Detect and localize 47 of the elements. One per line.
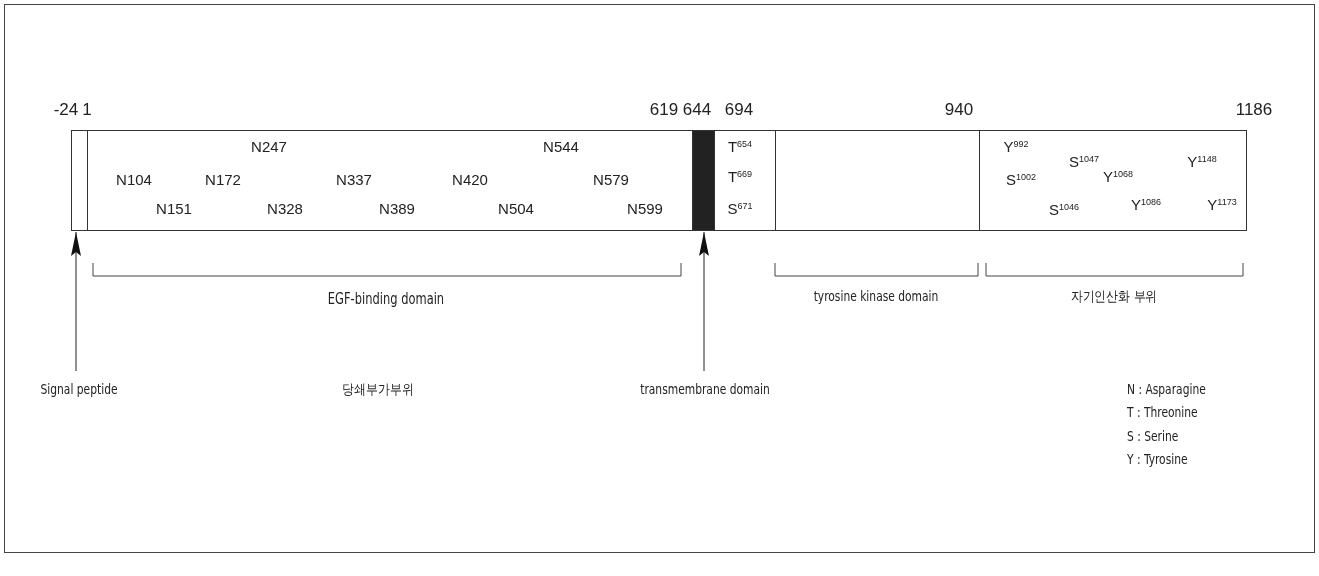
glycosylation-label: 당쇄부가부위 — [342, 382, 414, 398]
residue-label: N599 — [627, 200, 663, 216]
extracellular-segment — [87, 130, 693, 231]
residue-label: S$^{1047}$ — [1069, 153, 1099, 169]
residue-label: N151 — [156, 200, 192, 216]
residue-label: S$^{1002}$ — [1006, 171, 1036, 187]
residue-label: Y$^{1068}$ — [1103, 168, 1133, 184]
residue-label: N172 — [205, 171, 241, 187]
residue-label: Y$^{1148}$ — [1187, 153, 1217, 169]
annotation-label: Signal peptide — [40, 382, 118, 398]
position-number: -24 — [53, 100, 79, 120]
position-number: 1 — [82, 100, 92, 120]
legend-entry: Y : Tyrosine — [1127, 452, 1188, 468]
position-number: 1186 — [1235, 100, 1273, 120]
residue-label: S$^{1046}$ — [1049, 201, 1079, 217]
legend-entry: S : Serine — [1127, 429, 1179, 445]
residue-label: N420 — [452, 171, 488, 187]
residue-label: Y$^{992}$ — [1003, 138, 1029, 154]
residue-label: Y$^{1086}$ — [1131, 196, 1161, 212]
annotation-label: transmembrane domain — [640, 382, 770, 398]
residue-label: N104 — [116, 171, 152, 187]
residue-label: N337 — [336, 171, 372, 187]
domain-label: 자기인산화 부위 — [1070, 289, 1158, 305]
residue-label: N579 — [593, 171, 629, 187]
residue-label: N328 — [267, 200, 303, 216]
residue-label: Y$^{1173}$ — [1207, 196, 1237, 212]
position-number: 694 — [724, 100, 754, 120]
position-number: 619 — [649, 100, 679, 120]
residue-label: N389 — [379, 200, 415, 216]
residue-label: N247 — [251, 138, 287, 154]
transmembrane-bar — [692, 130, 715, 231]
residue-label: T$^{669}$ — [727, 168, 753, 184]
position-number: 644 — [682, 100, 712, 120]
residue-label: T$^{654}$ — [727, 138, 753, 154]
residue-label: N544 — [543, 138, 579, 154]
residue-label: N504 — [498, 200, 534, 216]
residue-label: S$^{671}$ — [727, 200, 753, 216]
arrow — [71, 231, 81, 372]
juxtamembrane-segment — [714, 130, 776, 231]
arrow — [699, 231, 709, 372]
c-terminal-segment — [979, 130, 1247, 231]
legend-entry: T : Threonine — [1127, 405, 1198, 421]
legend-entry: N : Asparagine — [1127, 382, 1206, 398]
position-number: 940 — [944, 100, 974, 120]
kinase-domain-segment — [775, 130, 980, 231]
domain-label: tyrosine kinase domain — [813, 289, 939, 305]
domain-label: EGF-binding domain — [327, 290, 445, 308]
